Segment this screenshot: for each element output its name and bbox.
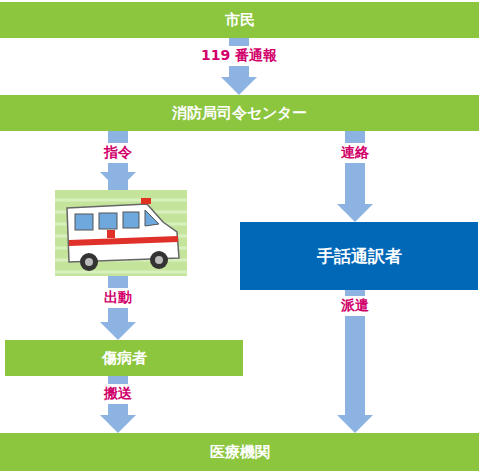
node-label: 消防局司令センター (172, 104, 307, 123)
node-label: 市民 (225, 11, 255, 30)
stage-band: 医療機関 (0, 433, 479, 471)
illustration-background (55, 190, 187, 276)
flow-arrow (337, 290, 373, 433)
role-box: 手話通訳者 (240, 222, 478, 290)
edge-label: 派遣 (338, 296, 372, 316)
ambulance-illustration (55, 170, 187, 278)
edge-label: 搬送 (101, 384, 135, 404)
van-hub (155, 256, 163, 264)
van-window (75, 214, 93, 230)
step-label: 出動 (101, 288, 135, 308)
van-hub (85, 258, 93, 266)
red-cross (107, 230, 115, 238)
flow-arrow (100, 376, 136, 433)
van-windshield (145, 210, 159, 226)
arrow-head (100, 172, 136, 190)
edge-label: 119 番通報 (198, 46, 280, 66)
edge-label: 連絡 (338, 143, 372, 163)
node-label: 手話通訳者 (317, 245, 402, 268)
background-stripes (55, 200, 187, 272)
van-wheel (80, 253, 98, 271)
node-label: 傷病者 (102, 349, 147, 368)
node-label: 医療機関 (210, 443, 270, 462)
van-stripe (69, 236, 178, 246)
van-wheel (150, 251, 168, 269)
edge-label: 指令 (101, 143, 135, 163)
siren-light (141, 198, 151, 204)
stage-band: 市民 (0, 2, 479, 38)
van-window (123, 212, 139, 228)
flow-arrow (337, 131, 373, 222)
stage-band: 傷病者 (5, 340, 243, 376)
van-window (99, 213, 117, 229)
stage-band: 消防局司令センター (0, 95, 479, 131)
